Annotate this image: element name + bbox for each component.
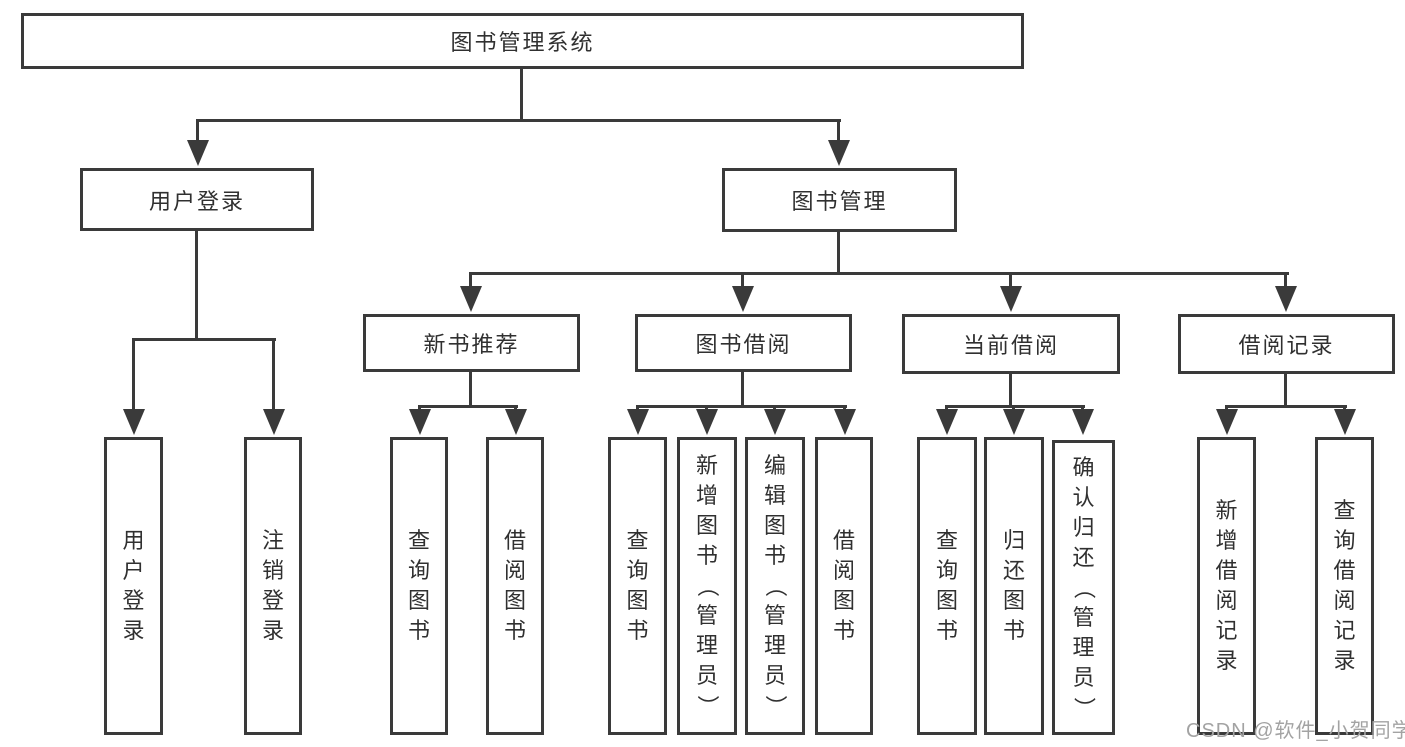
leaf-add-borrow-record: 新增借阅记录 <box>1197 437 1256 735</box>
arrowhead <box>187 140 209 166</box>
leaf-return-books: 归还图书 <box>984 437 1044 735</box>
connector-line <box>1009 272 1012 288</box>
connector-line <box>945 405 1085 408</box>
arrowhead <box>764 409 786 435</box>
leaf-borrow-books: 借阅图书 <box>486 437 544 735</box>
connector-line <box>469 272 472 288</box>
leaf-query-borrow-record: 查询借阅记录 <box>1315 437 1374 735</box>
node-book-management-branch: 图书管理 <box>722 168 957 232</box>
arrowhead <box>696 409 718 435</box>
connector-line <box>418 405 518 408</box>
connector-line <box>1009 370 1012 408</box>
node-label: 新书推荐 <box>423 332 520 357</box>
connector-line <box>1225 405 1347 408</box>
node-label: 用户登录 <box>148 188 245 214</box>
connector-line <box>1284 272 1287 288</box>
arrowhead <box>505 409 527 435</box>
connector-line <box>520 66 523 122</box>
leaf-borrow-books: 借阅图书 <box>815 437 873 735</box>
node-borrowing-records: 借阅记录 <box>1178 314 1395 374</box>
arrowhead <box>1334 409 1356 435</box>
connector-line <box>1284 370 1287 408</box>
connector-line <box>132 338 135 413</box>
arrowhead <box>1216 409 1238 435</box>
connector-line <box>741 272 744 288</box>
leaf-query-books: 查询图书 <box>390 437 448 735</box>
arrowhead <box>1000 286 1022 312</box>
arrowhead <box>460 286 482 312</box>
node-label: 图书管理 <box>791 189 888 214</box>
node-current-borrowing: 当前借阅 <box>902 314 1120 374</box>
arrowhead <box>828 140 850 166</box>
node-new-book-recommendation: 新书推荐 <box>363 314 580 372</box>
arrowhead <box>263 409 285 435</box>
leaf-logout: 注销登录 <box>244 437 302 735</box>
arrowhead <box>1072 409 1094 435</box>
node-library-management-system: 图书管理系统 <box>21 13 1024 69</box>
connector-line <box>837 119 840 142</box>
connector-line <box>741 370 744 408</box>
leaf-confirm-return-admin: 确认归还（管理员） <box>1052 440 1115 735</box>
arrowhead <box>1275 286 1297 312</box>
node-label: 当前借阅 <box>962 333 1059 358</box>
node-user-login-branch: 用户登录 <box>80 168 314 231</box>
arrowhead <box>409 409 431 435</box>
connector-line <box>469 272 1289 275</box>
leaf-edit-books-admin: 编辑图书（管理员） <box>745 437 805 735</box>
watermark: CSDN @软件_小贺同学 <box>1186 720 1405 742</box>
arrowhead <box>936 409 958 435</box>
node-label: 图书管理系统 <box>450 30 595 55</box>
connector-line <box>469 370 472 408</box>
connector-line <box>196 119 841 122</box>
connector-line <box>636 405 847 408</box>
arrowhead <box>123 409 145 435</box>
arrowhead <box>834 409 856 435</box>
leaf-add-books-admin: 新增图书（管理员） <box>677 437 737 735</box>
connector-line <box>837 229 840 275</box>
arrowhead <box>732 286 754 312</box>
connector-line <box>195 229 198 341</box>
leaf-query-books: 查询图书 <box>917 437 977 735</box>
leaf-query-books: 查询图书 <box>608 437 667 735</box>
connector-line <box>132 338 276 341</box>
arrowhead <box>627 409 649 435</box>
arrowhead <box>1003 409 1025 435</box>
connector-line <box>196 119 199 142</box>
node-label: 图书借阅 <box>695 332 792 357</box>
node-book-borrowing: 图书借阅 <box>635 314 852 372</box>
leaf-user-login: 用户登录 <box>104 437 163 735</box>
node-label: 借阅记录 <box>1238 333 1335 358</box>
connector-line <box>272 338 275 413</box>
